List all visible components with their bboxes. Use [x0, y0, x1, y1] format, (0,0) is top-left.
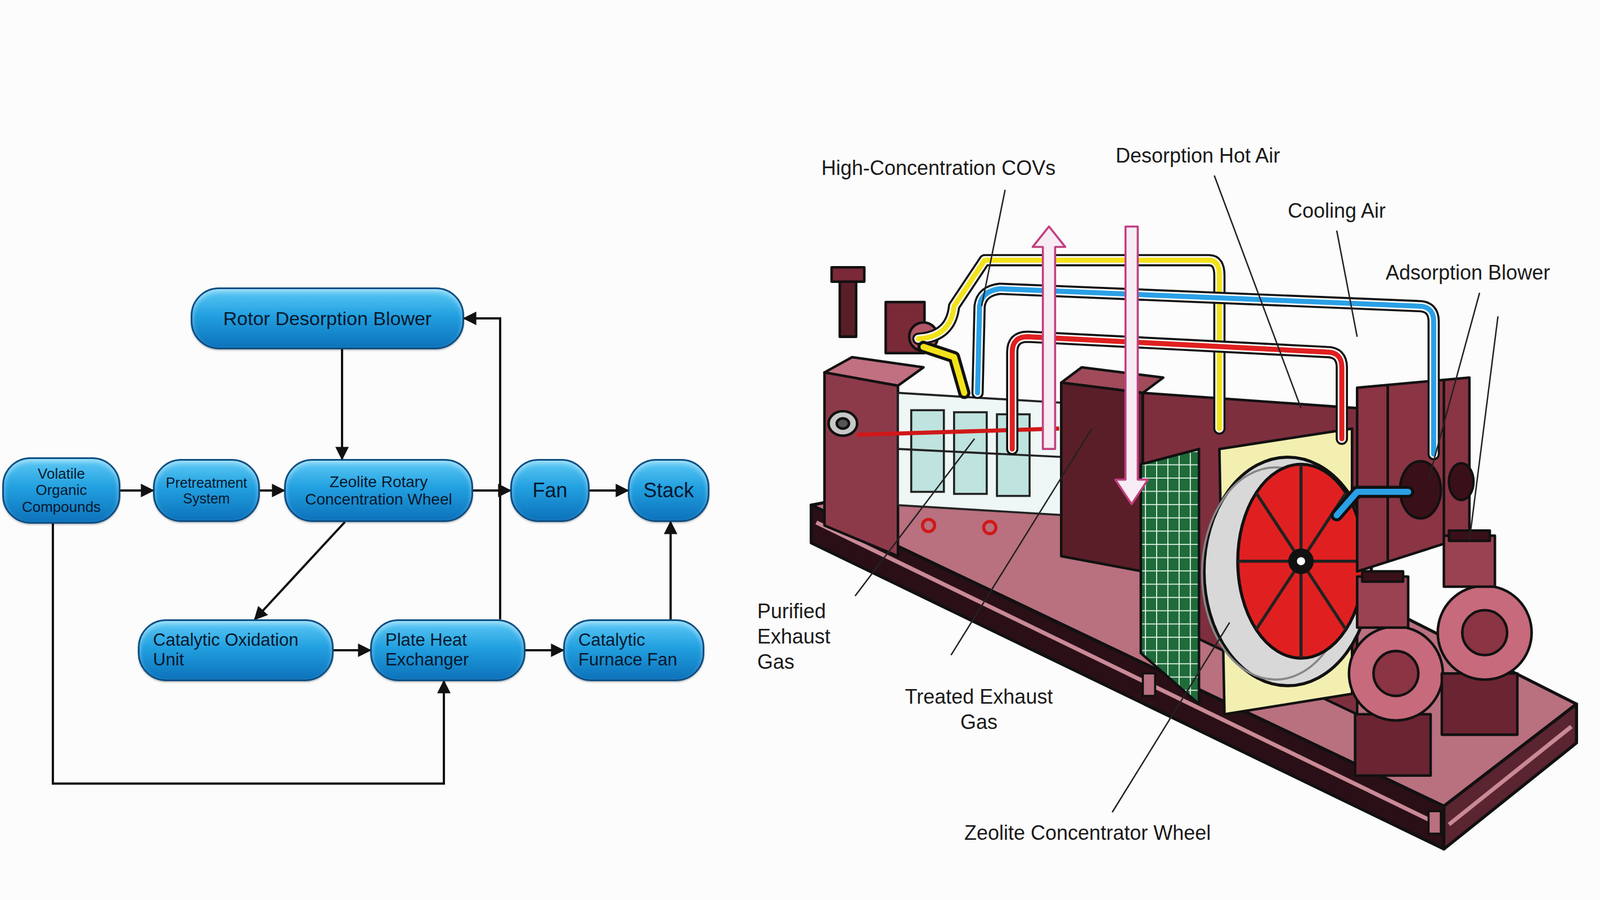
flow-arrow: [254, 522, 345, 620]
flow-arrow: [669, 522, 672, 620]
flow-arrow: [259, 489, 285, 492]
process-box: Fan: [510, 459, 590, 523]
box-label: Plate Heat Exchanger: [385, 630, 511, 670]
blower-fans: [1349, 530, 1532, 776]
process-box: Rotor Desorption Blower: [190, 287, 465, 350]
box-label: Catalytic Oxidation Unit: [153, 630, 319, 670]
part-label: Adsorption Blower: [1385, 259, 1550, 286]
part-label: High-Concentration COVs: [821, 155, 1056, 181]
flow-arrow: [340, 349, 344, 460]
flow-arrow: [120, 489, 154, 492]
flow-arrow: [525, 649, 564, 652]
part-label: Cooling Air: [1287, 198, 1386, 224]
part-label: Zeolite Concentrator Wheel: [964, 820, 1211, 846]
pipework: [918, 260, 1434, 516]
flow-arrows: [1032, 226, 1149, 505]
flow-arrow: [464, 318, 501, 620]
box-label: Zeolite Rotary Concentration Wheel: [294, 473, 463, 509]
box-label: Rotor Desorption Blower: [204, 307, 451, 330]
process-box: Stack: [627, 459, 710, 523]
box-label: Fan: [519, 479, 581, 502]
process-box: Zeolite Rotary Concentration Wheel: [284, 459, 474, 523]
filter-section: [857, 392, 1067, 534]
process-box: Catalytic Furnace Fan: [563, 619, 705, 682]
flow-arrow: [473, 489, 511, 492]
box-label: Catalytic Furnace Fan: [578, 630, 690, 670]
zeolite-wheel: [1202, 457, 1372, 686]
box-label: Pretreatment System: [161, 474, 252, 507]
part-label: Treated Exhaust Gas: [894, 684, 1064, 735]
box-label: Volatile Organic Compounds: [10, 465, 112, 515]
process-box: Plate Heat Exchanger: [370, 619, 526, 682]
part-label: Purified Exhaust Gas: [757, 598, 853, 675]
process-box: Pretreatment System: [153, 459, 260, 523]
box-label: Stack: [637, 479, 700, 502]
flow-arrow: [589, 489, 628, 492]
part-label: Desorption Hot Air: [1115, 142, 1280, 169]
flow-arrow: [333, 649, 371, 652]
process-box: Catalytic Oxidation Unit: [137, 619, 334, 682]
process-box: Volatile Organic Compounds: [2, 457, 121, 524]
